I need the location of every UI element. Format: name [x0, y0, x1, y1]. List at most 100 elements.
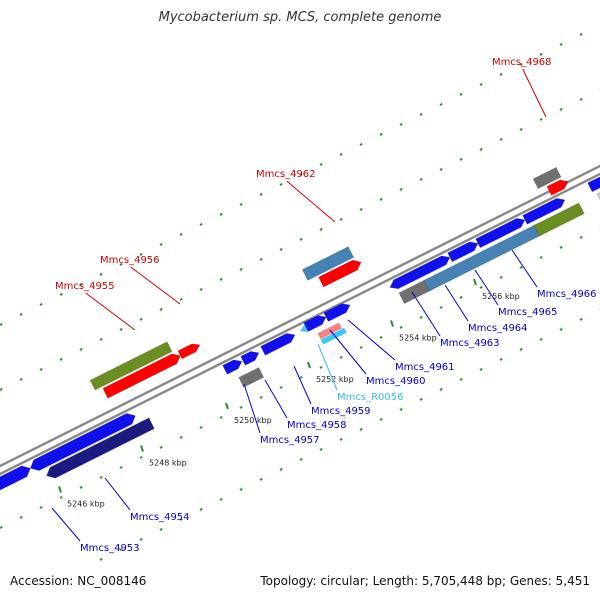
grid-dot — [139, 317, 143, 321]
gene-mmcs-4966 — [522, 198, 566, 225]
label-leader — [104, 477, 131, 511]
grid-dot — [79, 347, 83, 351]
gene-mmcs-4965 — [475, 218, 526, 249]
grid-dot — [379, 132, 383, 136]
grid-dot — [219, 277, 223, 281]
label-leader — [522, 68, 547, 118]
grid-dot — [579, 32, 583, 36]
backbone-line — [0, 164, 600, 468]
tick-mark — [140, 445, 144, 452]
gene-mmcs-4962 — [301, 246, 355, 281]
grid-dot — [179, 435, 183, 439]
gene-mmcs-4961 — [323, 303, 351, 322]
label-leader — [347, 319, 396, 361]
gene-red-arrow — [177, 343, 201, 360]
gene-label: Mmcs_4966 — [537, 289, 597, 300]
label-leader — [243, 383, 261, 434]
gene-label: Mmcs_4962 — [256, 169, 316, 180]
gene-features — [0, 166, 600, 491]
grid-dot — [199, 287, 203, 291]
gene-mmcs-4963 — [414, 255, 451, 279]
grid-dot — [459, 157, 463, 161]
tick-mark — [225, 402, 229, 410]
grid-dot — [359, 345, 363, 349]
grid-dot — [399, 122, 403, 126]
label-leader — [286, 180, 336, 223]
gene-mmcs-4956 — [102, 353, 181, 399]
grid-dot — [279, 182, 283, 186]
grid-dot — [519, 62, 523, 66]
tick-label: 5246 kbp — [67, 500, 105, 509]
grid-dot — [39, 367, 43, 371]
gene-label: Mmcs_4954 — [130, 512, 190, 523]
grid-dot — [179, 297, 183, 301]
grid-dot — [399, 407, 403, 411]
feature-grid-dots — [0, 32, 600, 561]
grid-dot — [359, 142, 363, 146]
grid-dot — [459, 377, 463, 381]
grid-dot — [159, 527, 163, 531]
grid-dot — [399, 325, 403, 329]
grid-dot — [259, 477, 263, 481]
grid-dot — [99, 557, 103, 561]
grid-dot — [199, 222, 203, 226]
accession-text: Accession: NC_008146 — [10, 574, 147, 588]
grid-dot — [59, 495, 63, 499]
grid-dot — [279, 467, 283, 471]
label-leader — [293, 365, 312, 405]
grid-dot — [119, 465, 123, 469]
grid-dot — [479, 82, 483, 86]
grid-dot — [419, 177, 423, 181]
gene-mmcs-4963-a — [389, 268, 420, 290]
grid-dot — [459, 295, 463, 299]
label-leader — [329, 329, 367, 375]
grid-dot — [559, 107, 563, 111]
gene-mmcs-4953-b — [29, 454, 49, 471]
grid-dot — [179, 517, 183, 521]
grid-dot — [299, 237, 303, 241]
grid-dot — [339, 437, 343, 441]
grid-dot — [499, 357, 503, 361]
grid-dot — [539, 117, 543, 121]
grid-dot — [0, 387, 3, 391]
gene-olive-b — [533, 202, 585, 237]
label-leader — [51, 507, 81, 542]
grid-dot — [519, 127, 523, 131]
grid-dot — [99, 475, 103, 479]
grid-dot — [99, 272, 103, 276]
grid-dot — [299, 457, 303, 461]
grid-dot — [499, 275, 503, 279]
grid-dot — [499, 137, 503, 141]
grid-dot — [559, 245, 563, 249]
gene-label: Mmcs_4956 — [100, 255, 160, 266]
grid-dot — [579, 317, 583, 321]
grid-dot — [19, 377, 23, 381]
gene-label: Mmcs_4961 — [395, 362, 455, 373]
grid-dot — [259, 257, 263, 261]
gene-label: Mmcs_4964 — [468, 323, 528, 334]
grid-dot — [439, 167, 443, 171]
gene-mmcs-4960 — [303, 315, 327, 332]
gene-mmcs-4953 — [46, 417, 155, 479]
grid-dot — [579, 235, 583, 239]
grid-dot — [279, 247, 283, 251]
grid-dot — [159, 445, 163, 449]
grid-dot — [159, 242, 163, 246]
grid-dot — [119, 262, 123, 266]
grid-dot — [99, 337, 103, 341]
gene-gray-a — [238, 367, 265, 388]
grid-dot — [59, 357, 63, 361]
gene-label: Mmcs_4955 — [55, 281, 115, 292]
grid-dot — [519, 347, 523, 351]
grid-dot — [119, 327, 123, 331]
grid-dot — [59, 292, 63, 296]
tick-mark — [307, 361, 311, 369]
grid-dot — [219, 497, 223, 501]
grid-dot — [319, 227, 323, 231]
grid-dot — [119, 547, 123, 551]
gene-label: Mmcs_4960 — [366, 376, 426, 387]
gene-mmcs-4968-b — [546, 179, 569, 196]
grid-dot — [279, 385, 283, 389]
grid-dot — [399, 187, 403, 191]
